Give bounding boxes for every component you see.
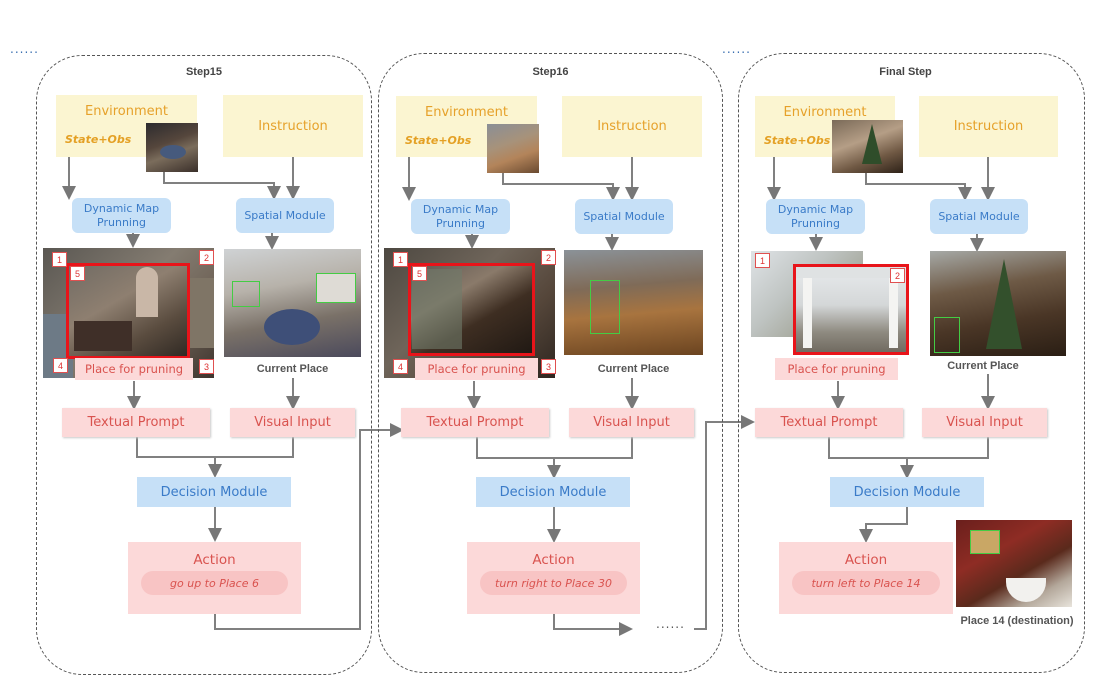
step16-current-place-caption: Current Place bbox=[597, 363, 670, 375]
step15-observation-thumbnail bbox=[146, 123, 198, 172]
step16-place-badge-2: 2 bbox=[541, 250, 556, 265]
step16-selected-place-image bbox=[408, 263, 535, 356]
step15-place-badge-3: 3 bbox=[199, 359, 214, 374]
final-step-title: Final Step bbox=[879, 66, 932, 78]
final-current-place-caption: Current Place bbox=[947, 360, 1019, 372]
action-title: Action bbox=[193, 552, 236, 568]
step15-current-place-caption: Current Place bbox=[256, 363, 329, 375]
step15-dynamic-map-pruning: Dynamic Map Prunning bbox=[72, 198, 171, 233]
step15-spatial-module: Spatial Module bbox=[236, 198, 334, 233]
final-current-place-image bbox=[930, 251, 1066, 356]
action-text: turn right to Place 30 bbox=[480, 571, 627, 595]
final-dynamic-map-pruning: Dynamic Map Prunning bbox=[766, 199, 865, 234]
step15-visual-input: Visual Input bbox=[230, 408, 355, 437]
step16-dynamic-map-pruning: Dynamic Map Prunning bbox=[411, 199, 510, 234]
step16-visual-input: Visual Input bbox=[569, 408, 694, 437]
final-observation-thumbnail bbox=[832, 120, 903, 173]
step16-action-box: Action turn right to Place 30 bbox=[467, 542, 640, 614]
step16-place-badge-3: 3 bbox=[541, 359, 556, 374]
state-obs-label: State+Obs bbox=[764, 134, 831, 147]
step16-selected-place-highlight bbox=[408, 263, 535, 356]
final-place-for-pruning-label: Place for pruning bbox=[775, 358, 898, 380]
step16-textual-prompt: Textual Prompt bbox=[401, 408, 549, 437]
step15-panel bbox=[36, 55, 372, 675]
trailing-ellipsis: ...... bbox=[656, 617, 685, 631]
environment-label: Environment bbox=[424, 105, 508, 120]
destination-place-image bbox=[956, 520, 1072, 607]
step16-spatial-module: Spatial Module bbox=[575, 199, 673, 234]
final-instruction-box: Instruction bbox=[919, 96, 1058, 157]
step15-place-badge-5: 5 bbox=[70, 266, 85, 281]
final-visual-input: Visual Input bbox=[922, 408, 1047, 437]
final-selected-place-image bbox=[793, 264, 909, 355]
final-place-badge-1: 1 bbox=[755, 253, 770, 268]
step16-place-badge-1: 1 bbox=[393, 252, 408, 267]
step15-selected-place-highlight bbox=[66, 263, 190, 359]
step16-observation-thumbnail bbox=[487, 124, 539, 173]
environment-label: Environment bbox=[783, 105, 867, 120]
step15-instruction-box: Instruction bbox=[223, 95, 363, 157]
step16-current-place-image bbox=[564, 250, 703, 355]
step16-place-badge-5: 5 bbox=[412, 266, 427, 281]
environment-label: Environment bbox=[84, 104, 168, 119]
step15-place-badge-1: 1 bbox=[52, 252, 67, 267]
step15-action-box: Action go up to Place 6 bbox=[128, 542, 301, 614]
step16-title: Step16 bbox=[532, 66, 569, 78]
step15-title: Step15 bbox=[185, 66, 223, 78]
final-step-panel bbox=[738, 53, 1085, 673]
step15-decision-module: Decision Module bbox=[137, 477, 291, 507]
step16-instruction-box: Instruction bbox=[562, 96, 702, 157]
action-text: turn left to Place 14 bbox=[792, 571, 940, 595]
step15-textual-prompt: Textual Prompt bbox=[62, 408, 210, 437]
state-obs-label: State+Obs bbox=[405, 134, 472, 147]
middle-ellipsis: ...... bbox=[722, 42, 751, 56]
action-title: Action bbox=[844, 552, 888, 568]
final-action-box: Action turn left to Place 14 bbox=[779, 542, 953, 614]
final-decision-module: Decision Module bbox=[830, 477, 984, 507]
step16-place-for-pruning-label: Place for pruning bbox=[415, 358, 538, 380]
step15-place-badge-2: 2 bbox=[199, 250, 214, 265]
final-textual-prompt: Textual Prompt bbox=[755, 408, 903, 437]
step16-place-badge-4: 4 bbox=[393, 359, 408, 374]
leading-ellipsis: ...... bbox=[10, 42, 39, 56]
step15-current-place-image bbox=[224, 249, 361, 357]
final-selected-place-highlight bbox=[793, 264, 909, 355]
step16-panel bbox=[378, 53, 723, 673]
action-title: Action bbox=[532, 552, 575, 568]
step16-decision-module: Decision Module bbox=[476, 477, 630, 507]
state-obs-label: State+Obs bbox=[65, 133, 132, 146]
destination-caption: Place 14 (destination) bbox=[960, 615, 1074, 627]
step15-place-badge-4: 4 bbox=[53, 358, 68, 373]
step15-place-for-pruning-label: Place for pruning bbox=[75, 358, 193, 380]
step15-selected-place-image bbox=[66, 263, 190, 359]
action-text: go up to Place 6 bbox=[141, 571, 288, 595]
final-place-badge-2: 2 bbox=[890, 268, 905, 283]
final-spatial-module: Spatial Module bbox=[930, 199, 1028, 234]
